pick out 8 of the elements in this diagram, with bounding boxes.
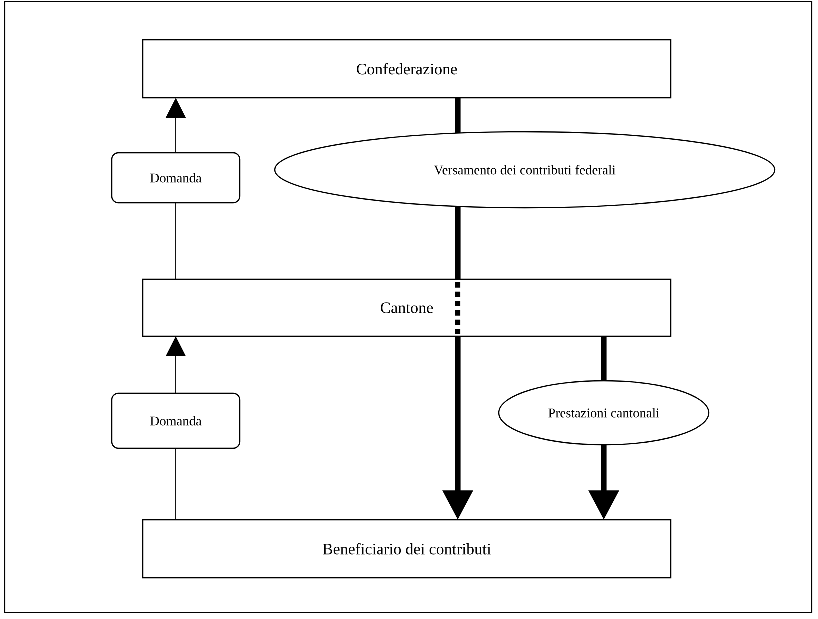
- rounded-box: Domanda: [111, 152, 241, 204]
- process-box: Beneficiario dei contributi: [142, 519, 672, 579]
- connector-line: [601, 336, 607, 381]
- process-box: Confederazione: [142, 39, 672, 99]
- rounded-box: Domanda: [111, 392, 241, 450]
- process-box: Cantone: [142, 278, 672, 338]
- connector-line: [455, 206, 461, 280]
- connector-line: [455, 98, 461, 134]
